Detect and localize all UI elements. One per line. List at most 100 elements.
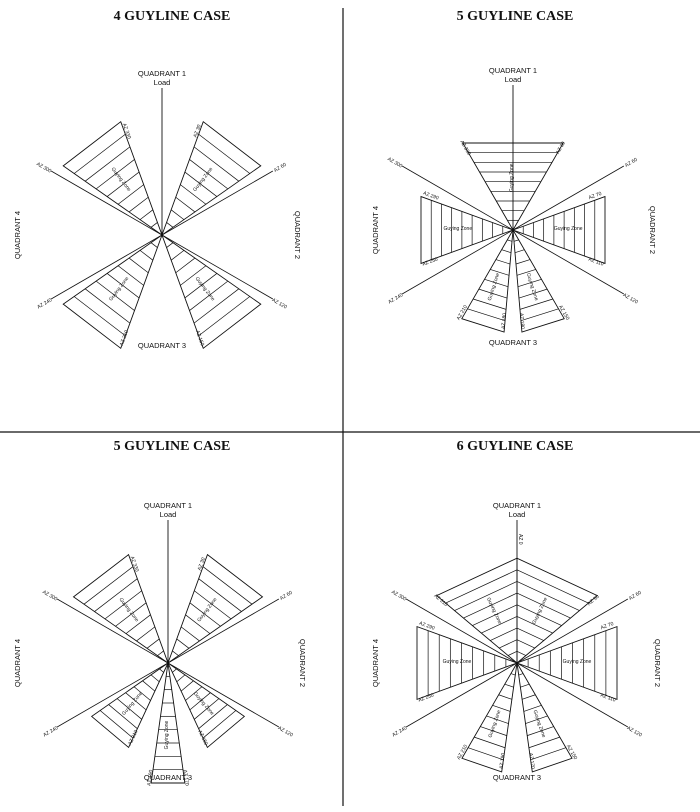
quadrant-2-label: QUADRANT 2 — [648, 206, 657, 254]
hatch-line — [185, 686, 203, 701]
azimuth-label: AZ 120 — [271, 297, 288, 310]
hatch-line — [516, 581, 580, 611]
zone-azimuth-label: AZ 150 — [557, 304, 570, 321]
azimuth-label: AZ 300 — [390, 589, 407, 602]
azimuth-line — [161, 170, 274, 236]
hatch-line — [515, 259, 531, 265]
hatch-line — [516, 604, 562, 626]
hatch-line — [516, 627, 544, 641]
zone-azimuth-label: AZ 150 — [194, 330, 205, 347]
zone-azimuth-label: AZ 70 — [588, 191, 603, 201]
hatch-line — [73, 296, 126, 336]
guying-zone-label: Guying Zone — [192, 691, 215, 717]
hatch-line — [519, 298, 553, 310]
hatch-line — [166, 242, 174, 248]
hatch-line — [176, 674, 186, 683]
zone-azimuth-label: AZ 250 — [422, 256, 439, 267]
zone-azimuth-label: AZ 330 — [129, 555, 140, 572]
azimuth-label: AZ 0 — [517, 534, 523, 545]
guying-zone-label: Guying Zone — [443, 226, 472, 232]
guying-zone: Guying Zone AZ 150 — [166, 661, 246, 749]
azimuth-label: AZ 240 — [36, 297, 53, 310]
hatch-line — [480, 726, 507, 736]
guying-zone-outline — [167, 553, 264, 665]
hatch-line — [516, 639, 535, 649]
hatch-line — [202, 710, 237, 739]
hatch-line — [507, 239, 513, 242]
quadrant-1-label: QUADRANT 1 — [138, 69, 186, 78]
hatch-line — [170, 250, 185, 261]
hatch-line — [95, 159, 135, 190]
hatch-line — [490, 269, 510, 276]
hatch-line — [490, 627, 518, 641]
hatch-line — [513, 239, 519, 242]
quadrant-4-label: QUADRANT 4 — [371, 206, 380, 254]
zone-azimuth-label: AZ 290 — [422, 190, 439, 201]
hatch-line — [180, 265, 207, 286]
guying-zone-outline — [166, 661, 246, 749]
zone-azimuth-label: AZ 330 — [458, 139, 471, 156]
zone-azimuth-label: AZ 50 — [586, 594, 600, 607]
hatch-line — [83, 566, 134, 605]
hatch-line — [516, 569, 589, 604]
hatch-line — [104, 590, 142, 620]
zone-azimuth-label: AZ 210 — [456, 744, 469, 761]
hatch-line — [504, 683, 514, 688]
azimuth-line — [161, 234, 274, 300]
hatch-line — [198, 134, 251, 174]
hatch-line — [115, 602, 147, 627]
hatch-line — [95, 280, 135, 311]
hatch-line — [180, 680, 194, 692]
hatch-line — [518, 288, 548, 299]
guying-zone-label: Guying Zone — [443, 659, 472, 665]
zone-azimuth-label: AZ 310 — [432, 593, 448, 608]
hatch-line — [139, 250, 154, 261]
hatch-line — [128, 196, 149, 213]
azimuth-line — [405, 598, 518, 664]
quadrant-1-label: QUADRANT 1 — [489, 66, 537, 75]
hatch-line — [520, 683, 530, 688]
hatch-line — [528, 736, 560, 749]
hatch-line — [133, 686, 151, 701]
azimuth-line — [50, 170, 163, 236]
hatch-line — [472, 604, 518, 626]
hatch-line — [198, 296, 251, 336]
azimuth-line — [167, 662, 280, 728]
quadrant-1-label: QUADRANT 1 — [493, 501, 541, 510]
hatch-line — [94, 578, 138, 612]
guying-zone-outline — [516, 557, 599, 664]
hatch-line — [467, 308, 506, 322]
quadrant-3-label: QUADRANT 3 — [138, 341, 186, 350]
azimuth-label: AZ 120 — [622, 292, 639, 305]
azimuth-label: AZ 240 — [42, 725, 59, 738]
hatch-line — [125, 614, 151, 634]
hatch-line — [84, 288, 131, 324]
hatch-line — [514, 249, 525, 254]
azimuth-label: AZ 240 — [391, 725, 408, 738]
guying-zone-label: Guying Zone — [563, 659, 592, 665]
azimuth-label: AZ 60 — [273, 162, 288, 174]
guying-zone-outline — [161, 233, 262, 350]
hatch-line — [517, 278, 542, 288]
hatch-line — [520, 308, 559, 322]
zone-azimuth-label: AZ 210 — [456, 304, 469, 321]
hatch-line — [189, 159, 229, 190]
panel-title: 5 GUYLINE CASE — [114, 439, 231, 454]
guying-zone-label: Guying Zone — [532, 709, 547, 738]
hatch-line — [481, 616, 518, 634]
hatch-line — [172, 650, 179, 656]
azimuth-label: AZ 300 — [386, 156, 403, 169]
azimuth-label: AZ 60 — [624, 157, 639, 169]
guying-zone-label: Guying Zone — [554, 226, 583, 232]
azimuth-line — [50, 234, 163, 300]
hatch-line — [518, 673, 524, 676]
zone-azimuth-label: AZ 150 — [196, 729, 208, 746]
azimuth-label: AZ 300 — [41, 589, 58, 602]
azimuth-line — [516, 662, 629, 728]
hatch-line — [525, 715, 548, 724]
